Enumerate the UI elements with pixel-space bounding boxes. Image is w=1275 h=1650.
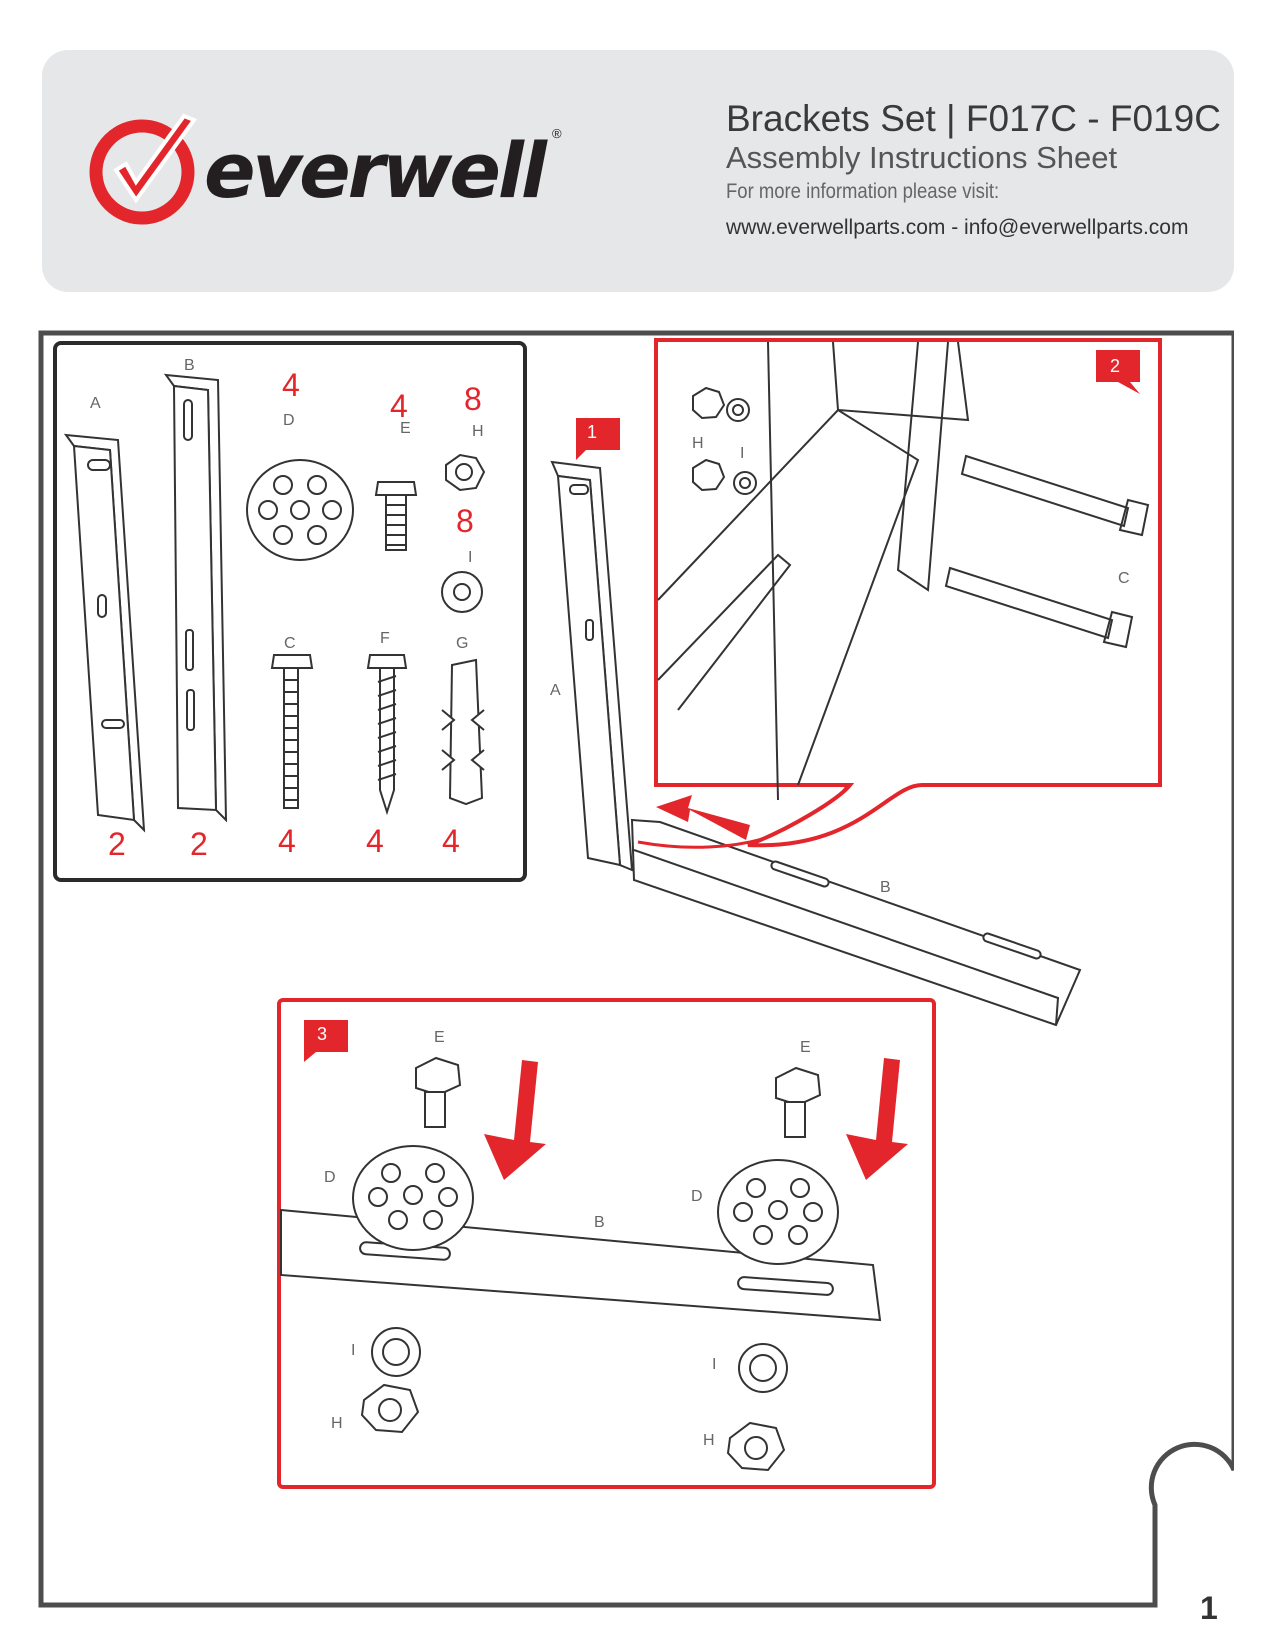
step-3-label-b: B (594, 1214, 605, 1231)
step-3-label-i: I (712, 1356, 716, 1373)
step-2-panel: 2 H I C (654, 338, 1162, 848)
step-1-badge: 1 (576, 418, 620, 460)
step-3-panel: 3 E E D D (277, 998, 936, 1489)
step-2-label-h: H (692, 435, 704, 452)
part-letter: F (380, 630, 390, 647)
part-qty: 2 (108, 826, 126, 862)
part-qty: 4 (442, 823, 460, 859)
everwell-logo: everwell ® (86, 112, 562, 232)
step-3-label-h: H (703, 1432, 715, 1449)
header-banner: everwell ® Brackets Set | F017C - F019C … (42, 50, 1234, 292)
part-a-illustration (63, 433, 146, 833)
step-3-arrow-icon (846, 1058, 908, 1180)
part-qty: 8 (464, 381, 482, 417)
part-letter: A (90, 395, 101, 412)
info-note: For more information please visit: (726, 180, 1000, 203)
part-qty: 4 (278, 823, 296, 859)
part-letter: D (283, 412, 295, 429)
part-qty: 4 (366, 823, 384, 859)
part-i-illustration (441, 571, 483, 613)
checkmark-logo-icon (89, 113, 198, 225)
part-f-illustration (366, 654, 408, 816)
part-letter: B (184, 357, 195, 374)
instructions-frame: A 2 B 2 D 4 E 4 (38, 330, 1234, 1608)
step-3-label-h: H (331, 1415, 343, 1432)
part-h-illustration (445, 453, 486, 492)
document-title: Brackets Set | F017C - F019C (726, 98, 1221, 139)
part-d-illustration (246, 459, 354, 561)
part-b-illustration (163, 373, 228, 823)
step-3-label-i: I (351, 1342, 355, 1359)
step-3-label-e: E (434, 1029, 445, 1046)
part-letter: I (468, 549, 472, 566)
part-e-illustration (374, 481, 418, 551)
page-number: 1 (1200, 1590, 1218, 1626)
part-qty: 4 (282, 367, 300, 403)
contact-links[interactable]: www.everwellparts.com - info@everwellpar… (726, 216, 1189, 239)
part-qty: 2 (190, 826, 208, 862)
brand-wordmark: everwell (204, 126, 547, 215)
step-1-label-b: B (880, 879, 891, 896)
step-number: 3 (317, 1024, 327, 1044)
part-qty: 4 (390, 388, 408, 424)
step-1-illustration (550, 460, 1082, 1027)
step-3-label-d: D (324, 1169, 336, 1186)
part-letter: E (400, 420, 411, 437)
step-3-label-d: D (691, 1188, 703, 1205)
part-qty: 8 (456, 503, 474, 539)
step-number: 2 (1110, 356, 1120, 376)
part-letter: G (456, 635, 468, 652)
step-2-label-c: C (1118, 570, 1130, 587)
part-letter: C (284, 635, 296, 652)
registered-mark: ® (552, 126, 562, 141)
part-letter: H (472, 423, 484, 440)
step-3-label-e: E (800, 1039, 811, 1056)
part-g-illustration (441, 658, 485, 806)
step-2-label-i: I (740, 445, 744, 462)
step-1-arrow-icon (656, 795, 750, 840)
parts-panel: A 2 B 2 D 4 E 4 (53, 341, 527, 882)
document-subtitle: Assembly Instructions Sheet (726, 140, 1118, 175)
step-3-arrow-icon (484, 1060, 546, 1180)
step-number: 1 (587, 422, 597, 442)
frame-border (38, 330, 1234, 1608)
step-1-label-a: A (550, 682, 561, 699)
part-c-illustration (270, 654, 314, 809)
